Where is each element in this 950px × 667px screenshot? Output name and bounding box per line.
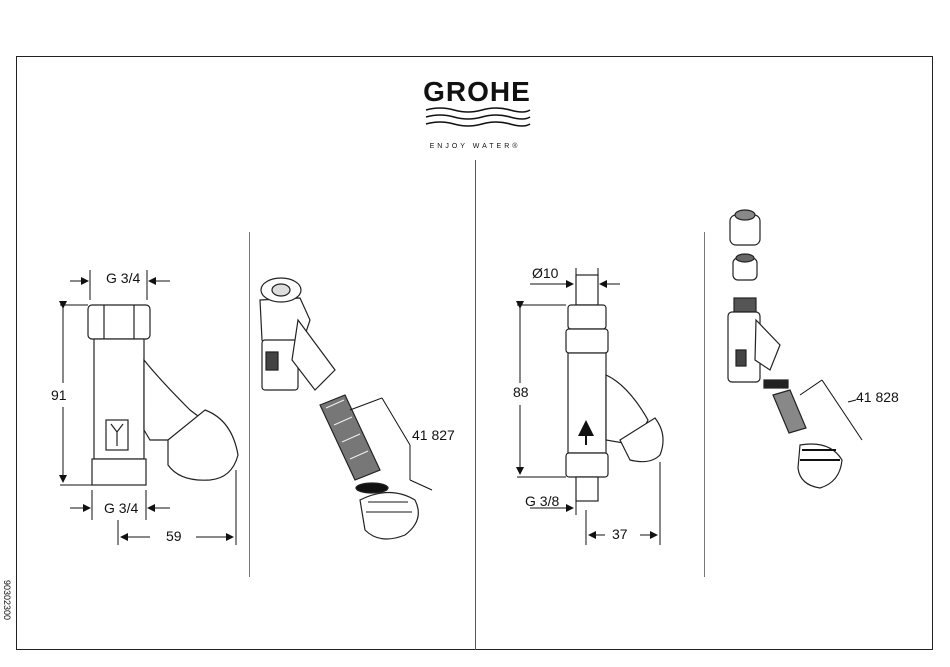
right-valve-exploded-view [728, 210, 842, 488]
right-valve-front-view [566, 275, 663, 501]
right-spare-part-number: 41 828 [856, 389, 899, 405]
left-valve-front-view [88, 305, 238, 485]
left-depth-label: 59 [166, 528, 182, 544]
left-thread-top-label: G 3/4 [106, 270, 140, 286]
right-depth-label: 37 [612, 526, 628, 542]
right-diameter-label: Ø10 [532, 265, 558, 281]
right-spare-part-leader [800, 380, 862, 440]
left-height-label: 91 [51, 387, 67, 403]
right-thread-bottom-label: G 3/8 [525, 493, 559, 509]
left-spare-part-number: 41 827 [412, 427, 455, 443]
left-valve-exploded-view [260, 278, 418, 539]
right-height-label: 88 [513, 384, 529, 400]
left-thread-bottom-label: G 3/4 [104, 500, 138, 516]
